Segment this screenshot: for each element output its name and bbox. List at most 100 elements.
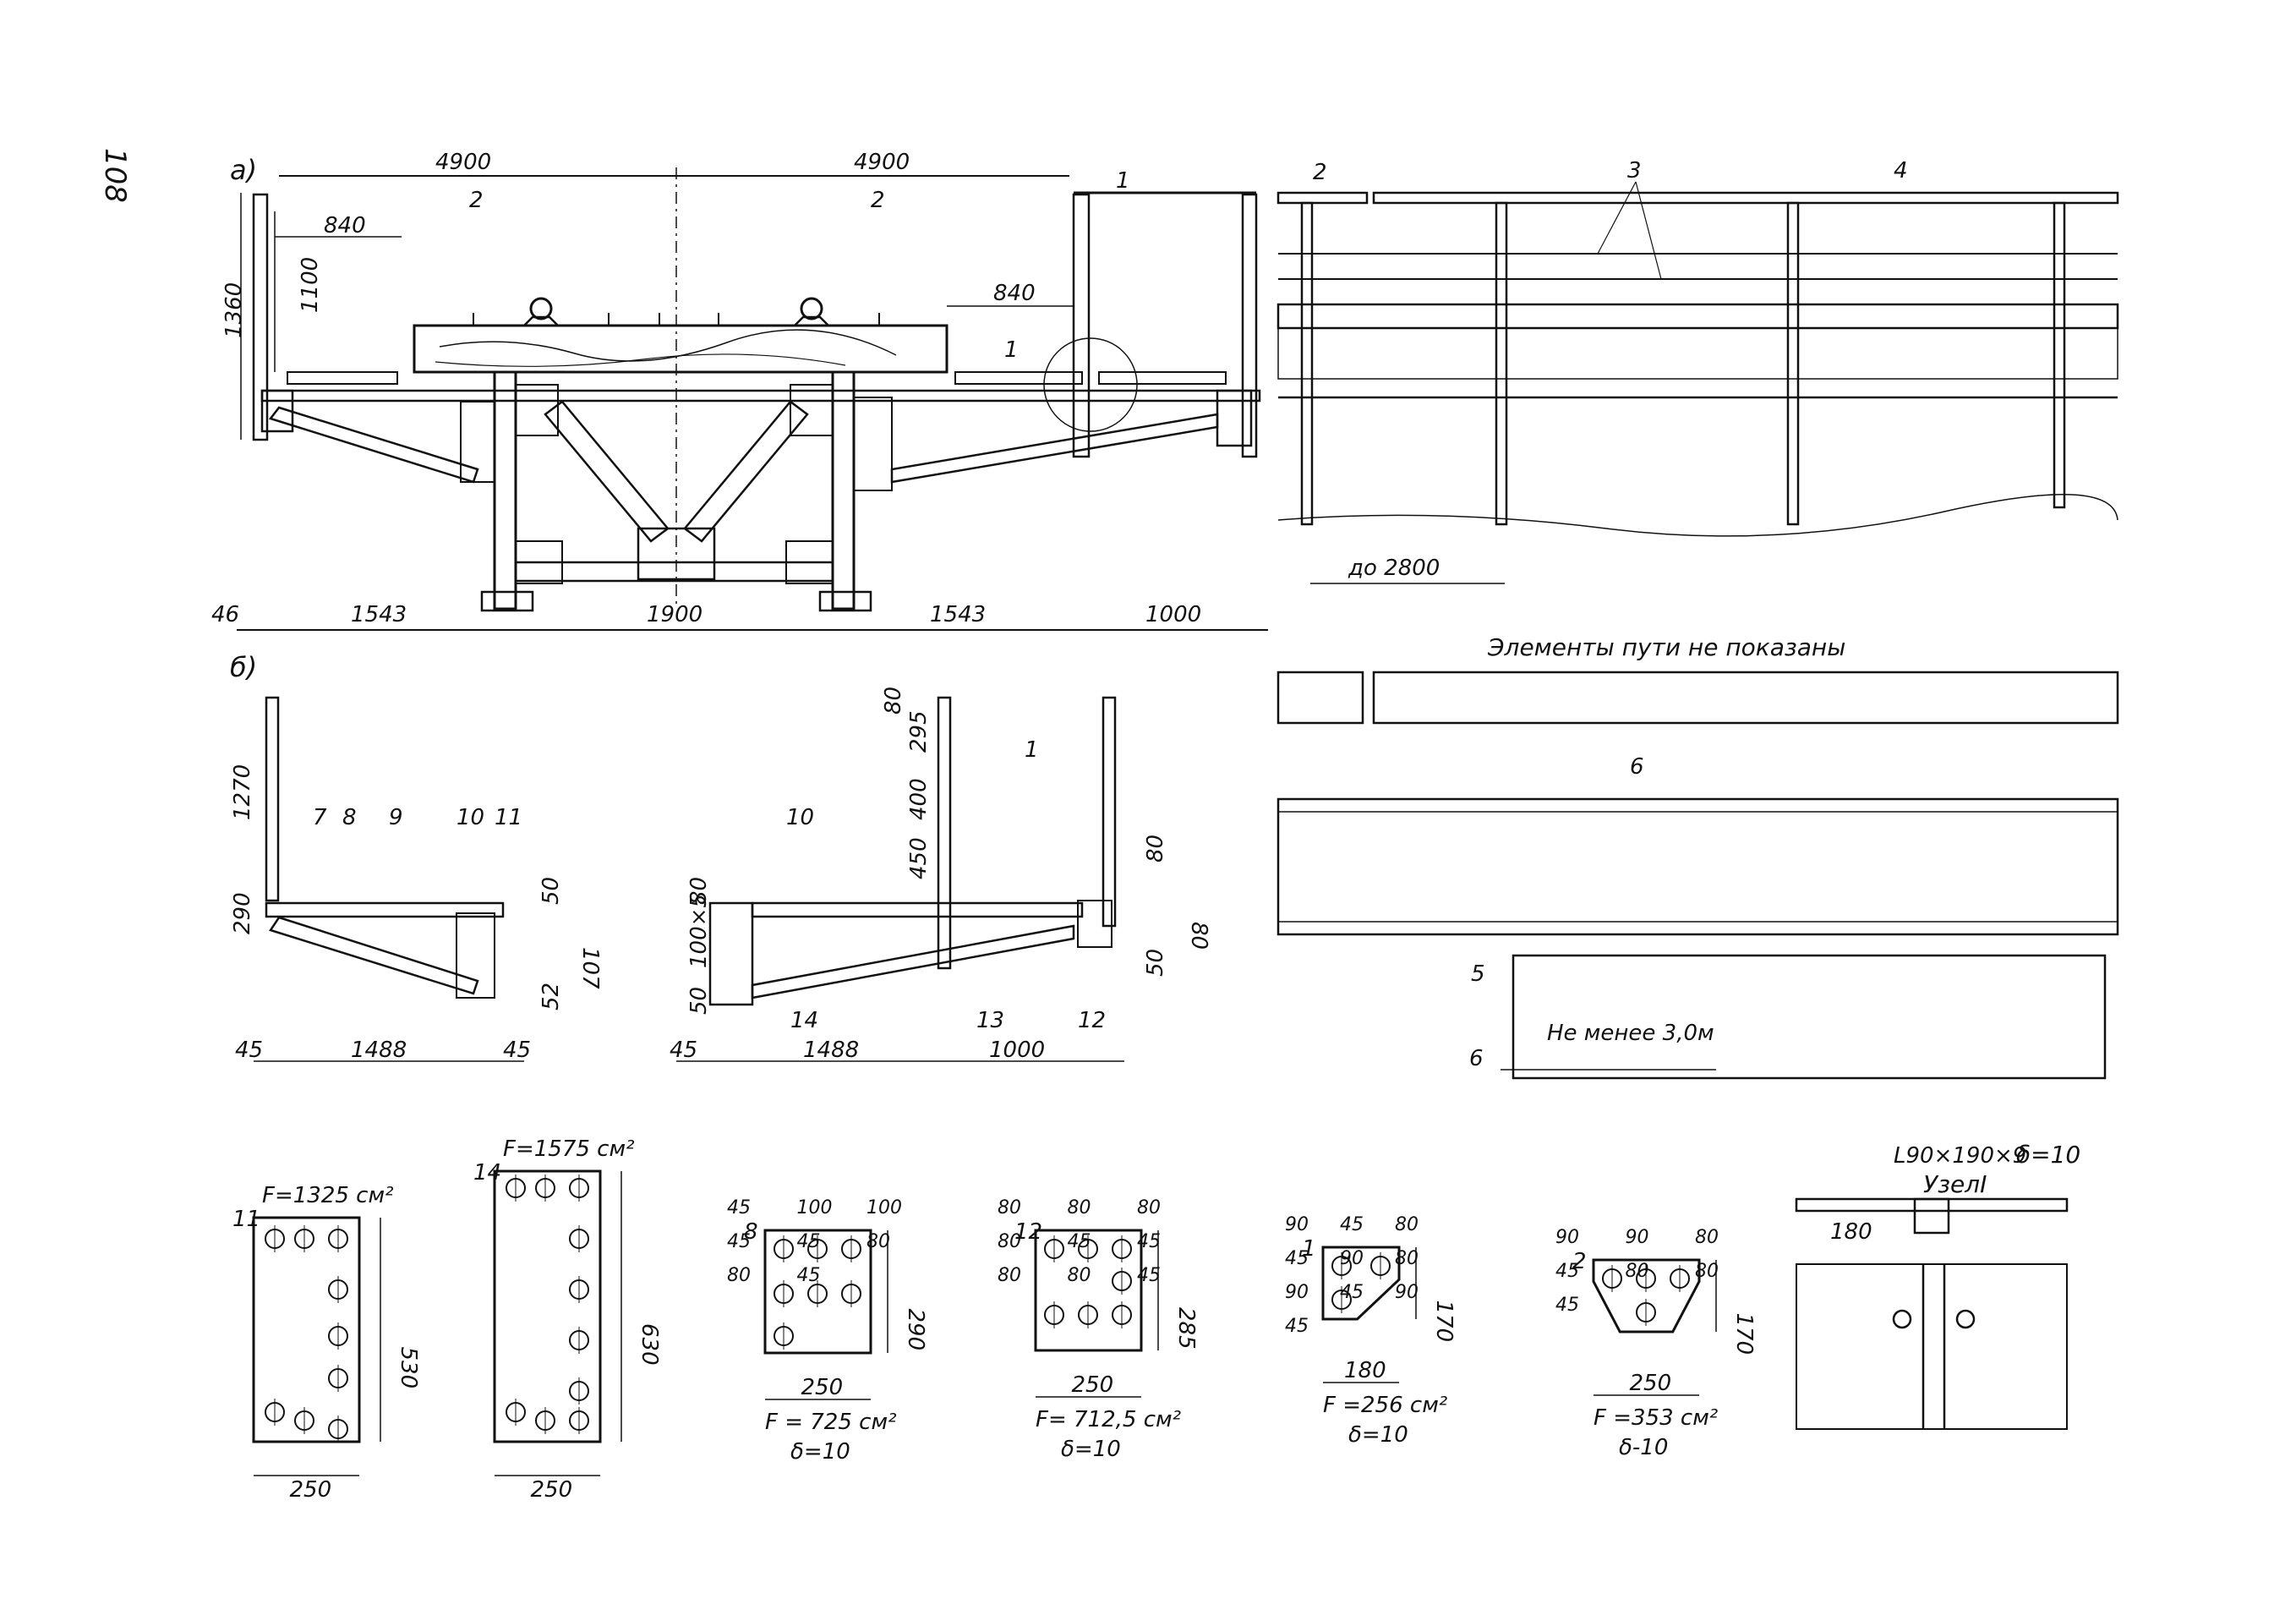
dim-1543-left: 1543 bbox=[351, 602, 407, 627]
b-left-beam bbox=[265, 901, 505, 918]
rail-base-left bbox=[521, 315, 561, 327]
plate-detail-dim: 100 bbox=[866, 1197, 902, 1218]
dim-46: 46 bbox=[211, 602, 239, 627]
callout-6-top: 6 bbox=[1630, 754, 1644, 780]
dim-up-to-2800: до 2800 bbox=[1348, 556, 1440, 581]
callout-12: 12 bbox=[1078, 1008, 1106, 1033]
callout-11a: 11 bbox=[495, 805, 522, 830]
dim-b-50: 50 bbox=[538, 877, 564, 905]
bottom-chord bbox=[514, 561, 834, 583]
dim-r295: 295 bbox=[906, 710, 932, 753]
plate-width-dim: 250 bbox=[531, 1477, 573, 1503]
plate-detail-dim: 90 bbox=[1340, 1248, 1364, 1269]
post-4 bbox=[2053, 201, 2066, 509]
b-right-post bbox=[1102, 696, 1117, 928]
plate-outline bbox=[1321, 1246, 1401, 1321]
plate-detail-dim: 80 bbox=[1695, 1227, 1719, 1248]
plate-detail-dim: 45 bbox=[1555, 1261, 1579, 1282]
b-left-strut bbox=[269, 916, 479, 995]
dim-rr80a: 80 bbox=[1143, 835, 1168, 862]
dim-4900-right: 4900 bbox=[854, 150, 910, 175]
plate-id: 8 bbox=[744, 1219, 758, 1245]
callout-10a: 10 bbox=[456, 805, 484, 830]
wood-grain-2 bbox=[435, 353, 846, 367]
dim-290: 290 bbox=[230, 892, 255, 934]
callout-4: 4 bbox=[1894, 158, 1908, 183]
wood-grain bbox=[439, 329, 897, 362]
walkway-plank-left bbox=[287, 371, 398, 385]
girder-left bbox=[493, 370, 517, 611]
dim-b-1488a: 1488 bbox=[351, 1038, 407, 1063]
page-number: 108 bbox=[98, 148, 132, 203]
plate-detail-dim: 90 bbox=[1395, 1282, 1419, 1303]
right-railing-post bbox=[1072, 193, 1091, 458]
track-note: Элементы пути не показаны bbox=[1487, 633, 1845, 661]
plate-detail-dim: 45 bbox=[1137, 1231, 1161, 1252]
dim-4900-left: 4900 bbox=[435, 150, 491, 175]
b-left-post bbox=[265, 696, 280, 902]
node-plan bbox=[1796, 1263, 2068, 1430]
plate-detail-dim: 90 bbox=[1285, 1282, 1309, 1303]
plate-detail-dim: 80 bbox=[727, 1265, 751, 1286]
callout-5: 5 bbox=[1471, 961, 1485, 987]
dim-r1000: 1000 bbox=[989, 1038, 1045, 1063]
callout-13: 13 bbox=[976, 1008, 1004, 1033]
break-line bbox=[1277, 494, 2118, 537]
view-a-cross-section: а) 4900 2 4900 2 1360 1100 840 bbox=[211, 150, 1268, 631]
plate-outline bbox=[252, 1216, 361, 1443]
plate-width-dim: 180 bbox=[1344, 1358, 1386, 1383]
dim-r80-top: 80 bbox=[881, 687, 906, 715]
plate-detail-dim: 80 bbox=[998, 1231, 1021, 1252]
deck-beam bbox=[260, 389, 1261, 402]
dim-2-right: 2 bbox=[871, 188, 885, 213]
plate-thickness: δ-10 bbox=[1619, 1435, 1668, 1460]
dim-b-52: 52 bbox=[538, 983, 564, 1010]
plate-id: 2 bbox=[1572, 1249, 1587, 1274]
plate-detail-dim: 80 bbox=[998, 1197, 1021, 1218]
plate-detail-dim: 45 bbox=[797, 1265, 821, 1286]
post-1 bbox=[1300, 201, 1314, 526]
callout-8: 8 bbox=[342, 805, 357, 830]
plate-detail-dim: 80 bbox=[1068, 1197, 1091, 1218]
girder-right bbox=[831, 370, 856, 611]
b-right-beam bbox=[751, 901, 1084, 918]
walkway-plank-right bbox=[954, 371, 1083, 385]
min-dist-note: Не менее 3,0м bbox=[1547, 1021, 1714, 1046]
dim-b-45a: 45 bbox=[235, 1038, 263, 1063]
node-label: УзелI bbox=[1923, 1170, 1987, 1198]
plate-detail-dim: 45 bbox=[1285, 1316, 1309, 1337]
plate-area: F=1575 см² bbox=[503, 1136, 635, 1162]
plan-walkway bbox=[1276, 797, 2119, 936]
dim-840-right: 840 bbox=[993, 281, 1036, 306]
right-bracket-gusset bbox=[1216, 389, 1253, 447]
plate-id: 14 bbox=[473, 1160, 501, 1186]
plate-height-dim: 170 bbox=[1431, 1301, 1457, 1343]
plate-detail-dim: 45 bbox=[1340, 1282, 1364, 1303]
b-mid-post bbox=[937, 696, 952, 970]
plate-area: F = 725 см² bbox=[765, 1410, 897, 1435]
plate-detail-dim: 45 bbox=[1340, 1214, 1364, 1235]
plate-height-dim: 285 bbox=[1173, 1307, 1199, 1350]
plate-detail-dim: 90 bbox=[1626, 1227, 1649, 1248]
plate-area: F =353 см² bbox=[1594, 1405, 1718, 1431]
plan-beam bbox=[1372, 671, 2119, 725]
plate-detail-dim: 100 bbox=[797, 1197, 833, 1218]
plate-area: F =256 см² bbox=[1323, 1393, 1447, 1418]
plate-area: F= 712,5 см² bbox=[1036, 1407, 1181, 1432]
node-i-detail: L90×190×9 УзелI δ=10 180 bbox=[1795, 1141, 2080, 1430]
plate-detail-dim: 80 bbox=[1695, 1261, 1719, 1282]
right-strut bbox=[890, 413, 1219, 484]
plate-id: 11 bbox=[232, 1207, 260, 1232]
callout-14: 14 bbox=[790, 1008, 818, 1033]
deck-girder bbox=[1276, 303, 2119, 330]
dim-1100: 1100 bbox=[298, 257, 323, 313]
dim-r400: 400 bbox=[906, 778, 932, 820]
dim-840-left: 840 bbox=[324, 213, 366, 238]
plate-width-dim: 250 bbox=[290, 1477, 332, 1503]
dim-r45: 45 bbox=[670, 1038, 697, 1063]
bottom-gusset bbox=[637, 527, 716, 581]
